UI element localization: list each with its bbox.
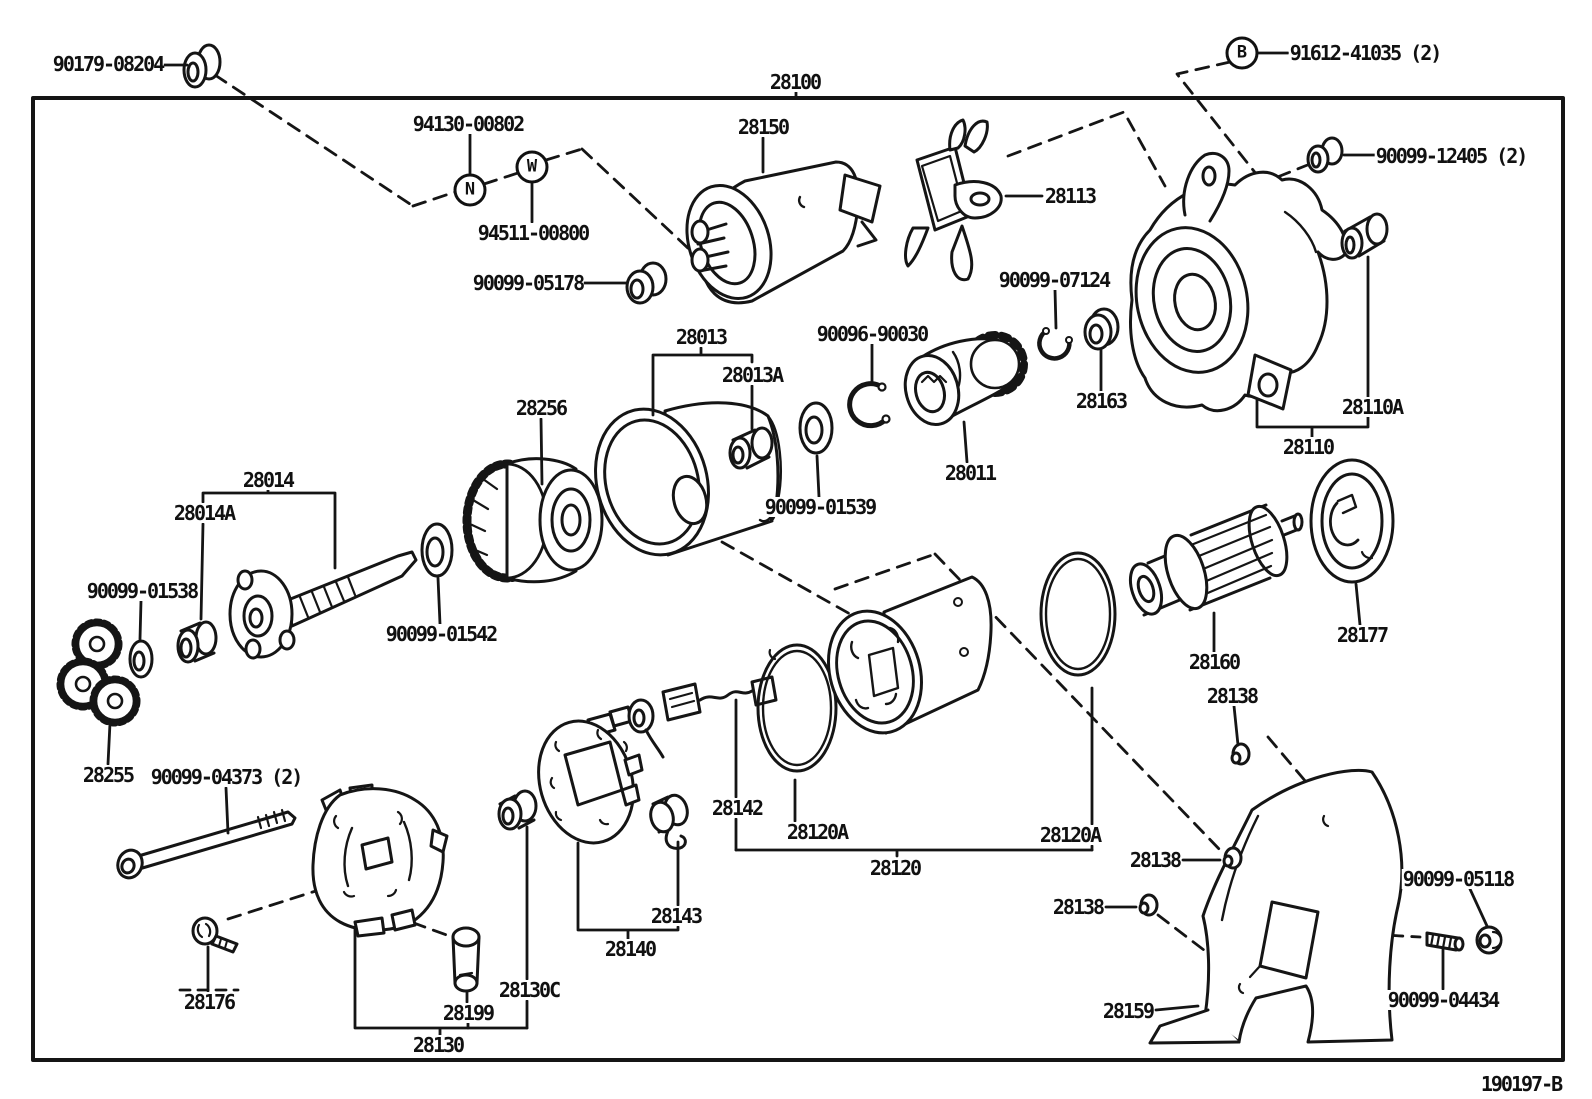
part-label-28014a: 28014A [172,501,236,525]
part-label-28159: 28159 [1101,999,1155,1023]
part-label-90099-01542: 90099-01542 [384,622,498,646]
part-28014a-collar [176,620,218,664]
part-label-28013: 28013 [674,325,728,349]
part-label-28011: 28011 [943,461,997,485]
part-label-90099-05118: 90099-05118 [1401,867,1515,891]
part-label-28160: 28160 [1187,650,1241,674]
part-label-90099-01538: 90099-01538 [85,579,199,603]
part-28130c-bushing [497,789,538,831]
part-28120a-o-ring-left [756,643,838,773]
part-28014-output-shaft [228,550,418,660]
part-28013a-bushing [728,426,774,470]
part-label-28177: 28177 [1335,623,1389,647]
part-28120a-o-ring-right [1039,551,1117,677]
part-28160-armature [1128,503,1304,617]
part-28140-brush-spring [627,698,665,759]
part-90179-nut [182,43,222,89]
drawing-number: 190197-B [1479,1072,1563,1096]
part-28013-center-bracket [594,401,782,661]
part-01538-washer [128,639,154,679]
part-28113-drive-lever [904,118,1003,282]
part-28138-nut-2 [1222,846,1243,870]
part-label-28255: 28255 [81,763,135,787]
part-label-28110a: 28110A [1340,395,1404,419]
part-28130-end-frame [311,783,449,938]
part-28011-clutch-pinion [903,331,1028,426]
marker-circle-n: N [453,173,487,207]
part-label-28138-3: 28138 [1051,895,1105,919]
part-label-28100: 28100 [768,70,822,94]
part-label-28142: 28142 [710,796,764,820]
part-28120-field-frame [826,575,993,735]
diagram-border [31,96,1565,1062]
part-label-28138-1: 28138 [1205,684,1259,708]
part-label-90096-90030: 90096-90030 [815,322,929,346]
part-28138-nut-3 [1138,893,1159,917]
part-28143-roller [649,793,689,850]
part-label-94130-00802: 94130-00802 [411,112,525,136]
part-28177-end-cover [1309,458,1395,584]
part-label-28163: 28163 [1074,389,1128,413]
part-label-28120a-left: 28120A [785,820,849,844]
part-28110-drive-housing [1129,152,1349,413]
part-90030-snap-ring [847,381,891,429]
part-label-28143: 28143 [649,904,703,928]
part-label-90099-04373: 90099-04373 (2) [149,765,303,789]
part-04434-screw [1425,931,1465,952]
part-label-90099-04434: 90099-04434 [1386,988,1500,1012]
part-label-28113: 28113 [1043,184,1097,208]
part-28142-brush-with-lead [661,675,778,722]
part-28150-magnetic-switch [685,160,882,305]
part-label-90099-12405: 90099-12405 (2) [1374,144,1528,168]
part-label-90099-01539: 90099-01539 [763,495,877,519]
part-label-28130: 28130 [411,1033,465,1057]
part-label-28138-2: 28138 [1128,848,1182,872]
part-label-28013a: 28013A [720,363,784,387]
part-28256-clutch-gear [462,457,604,584]
part-label-28176: 28176 [182,990,236,1014]
part-01542-washer [420,522,454,578]
part-28140-brush-holder [537,705,644,845]
part-05118-grommet [1475,925,1503,955]
part-28255-planetary-gears [56,618,141,727]
part-28163-stop-collar [1083,307,1120,351]
part-label-28199: 28199 [441,1001,495,1025]
part-label-28120: 28120 [868,856,922,880]
part-label-94511-00800: 94511-00800 [476,221,590,245]
part-label-90099-05178: 90099-05178 [471,271,585,295]
part-label-28120a-right: 28120A [1038,823,1102,847]
part-label-90179-08204: 90179-08204 [51,52,165,76]
marker-circle-w: W [515,150,549,184]
part-label-28140: 28140 [603,937,657,961]
leader-lines [106,51,1489,1037]
part-07124-snap-ring [1037,327,1073,361]
part-28199-plunger [451,926,481,993]
part-12405-nut [1306,136,1344,174]
part-label-28014: 28014 [241,468,295,492]
part-04373-through-bolt [116,808,297,880]
part-label-28130c: 28130C [497,978,561,1002]
part-28138-nut-1 [1230,742,1251,766]
part-28110a-bushing [1340,212,1389,260]
part-label-28256: 28256 [514,396,568,420]
part-label-28110: 28110 [1281,435,1335,459]
part-05178-nut [625,261,668,305]
marker-circle-b: B [1225,36,1259,70]
part-label-28150: 28150 [736,115,790,139]
part-label-90099-07124: 90099-07124 [997,268,1111,292]
part-28159-magnet-cover [1148,768,1404,1045]
part-label-91612-41035: 91612-41035 (2) [1288,41,1442,65]
part-01539-washer [798,401,834,455]
part-28176-screw [191,916,239,954]
